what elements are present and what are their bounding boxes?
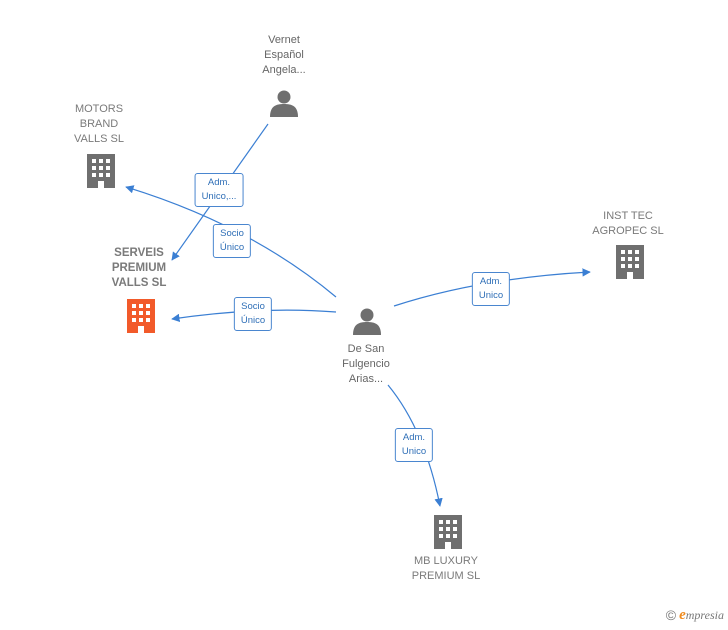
copyright-icon: © [665, 607, 677, 623]
edge-label-center-inst: Adm. Unico [471, 272, 511, 306]
brand-logo: ©empresia [666, 607, 724, 624]
edge-label-vernet-serveis: Adm. Unico,... [194, 173, 244, 207]
node-label-vernet[interactable]: Vernet Español Angela... [262, 34, 306, 76]
edge-label-center-mb: Adm. Unico [394, 428, 434, 462]
node-label-center[interactable]: De San Fulgencio Arias... [342, 343, 390, 385]
person-icon-center[interactable] [353, 308, 381, 336]
node-label-inst[interactable]: INST TEC AGROPEC SL [592, 210, 664, 237]
building-icon-mb[interactable] [434, 515, 462, 549]
person-icon-vernet[interactable] [270, 90, 298, 118]
building-icon-inst[interactable] [616, 245, 644, 279]
node-label-mb[interactable]: MB LUXURY PREMIUM SL [411, 555, 481, 582]
brand-logo-rest: mpresia [685, 608, 724, 622]
brand-logo-e: e [679, 607, 686, 623]
node-label-serveis[interactable]: SERVEIS PREMIUM VALLS SL [111, 247, 167, 289]
edge-label-center-motors: Socio Único [212, 224, 252, 258]
building-icon-motors[interactable] [87, 154, 115, 188]
edge-label-center-serveis: Socio Único [233, 297, 273, 331]
building-icon-serveis[interactable] [127, 299, 155, 333]
node-label-motors[interactable]: MOTORS BRAND VALLS SL [74, 103, 124, 145]
